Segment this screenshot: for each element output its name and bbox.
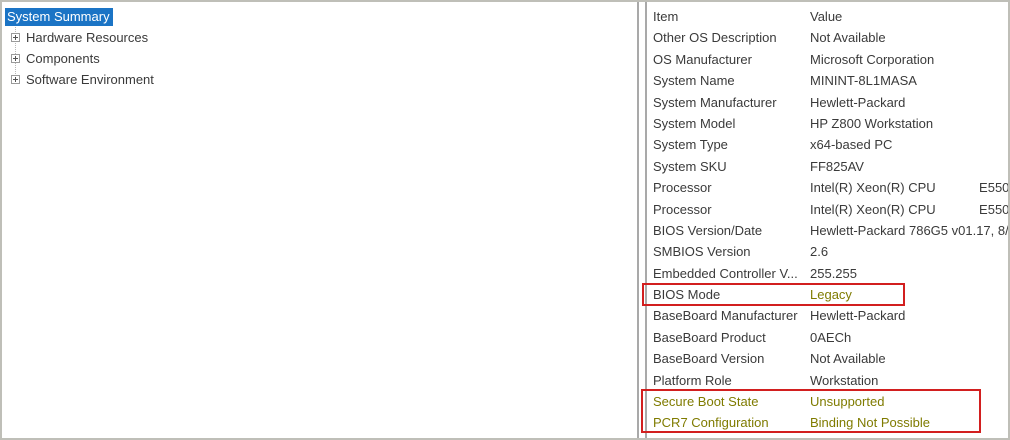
detail-row[interactable]: BaseBoard Product 0AECh	[653, 327, 1008, 348]
detail-value-cell: 255.255	[810, 265, 857, 281]
tree-item-system-summary[interactable]: System Summary	[4, 6, 637, 27]
detail-value-cell: FF825AV	[810, 158, 864, 174]
detail-item-cell: Embedded Controller V...	[653, 265, 798, 281]
tree-item-software-environment[interactable]: Software Environment	[4, 69, 637, 90]
detail-item-cell: Secure Boot State	[653, 394, 759, 410]
detail-value-cell: Intel(R) Xeon(R) CPU E5506	[810, 201, 1008, 217]
detail-row[interactable]: Other OS Description Not Available	[653, 27, 1008, 48]
detail-value-cell: HP Z800 Workstation	[810, 115, 934, 131]
detail-value-cell: Microsoft Corporation	[810, 51, 935, 67]
detail-row[interactable]: BaseBoard Version Not Available	[653, 348, 1008, 369]
expand-plus-icon[interactable]	[11, 75, 20, 84]
detail-row[interactable]: BaseBoard Manufacturer Hewlett-Packard	[653, 305, 1008, 326]
detail-value-cell: 0AECh	[810, 329, 852, 345]
detail-row[interactable]: Processor Intel(R) Xeon(R) CPU E5506	[653, 199, 1008, 220]
detail-row[interactable]: Platform Role Workstation	[653, 370, 1008, 391]
detail-item-cell: System Name	[653, 73, 735, 89]
detail-row[interactable]: System Model HP Z800 Workstation	[653, 113, 1008, 134]
detail-item-cell: Other OS Description	[653, 30, 777, 46]
detail-row[interactable]: System Manufacturer Hewlett-Packard	[653, 92, 1008, 113]
detail-row[interactable]: OS Manufacturer Microsoft Corporation	[653, 49, 1008, 70]
detail-value-cell: Unsupported	[810, 394, 885, 410]
detail-item-cell: SMBIOS Version	[653, 244, 751, 260]
tree-item-label: Hardware Resources	[26, 29, 149, 45]
detail-value-cell: Not Available	[810, 30, 886, 46]
tree-item-components[interactable]: Components	[4, 48, 637, 69]
tree-item-label: Components	[26, 50, 100, 66]
detail-value-cell: Hewlett-Packard 786G5 v01.17, 8/2	[810, 222, 1008, 238]
detail-value-cell: Not Available	[810, 351, 886, 367]
column-header-item[interactable]: Item	[653, 9, 679, 24]
detail-row[interactable]: Embedded Controller V... 255.255	[653, 263, 1008, 284]
detail-row[interactable]: Secure Boot State Unsupported	[653, 391, 1008, 412]
detail-value-cell: x64-based PC	[810, 137, 893, 153]
detail-row[interactable]: Processor Intel(R) Xeon(R) CPU E5506	[653, 177, 1008, 198]
detail-item-cell: System Type	[653, 137, 728, 153]
detail-item-cell: BaseBoard Version	[653, 351, 765, 367]
detail-row[interactable]: BIOS Mode Legacy	[653, 284, 1008, 305]
tree-item-hardware-resources[interactable]: Hardware Resources	[4, 27, 637, 48]
detail-value-cell: 2.6	[810, 244, 829, 260]
detail-row[interactable]: System SKU FF825AV	[653, 156, 1008, 177]
detail-item-cell: Processor	[653, 201, 712, 217]
detail-row[interactable]: System Type x64-based PC	[653, 134, 1008, 155]
detail-item-cell: OS Manufacturer	[653, 51, 752, 67]
column-header-value[interactable]: Value	[810, 9, 843, 24]
detail-value-cell: Hewlett-Packard	[810, 308, 906, 324]
detail-value-cell: Hewlett-Packard	[810, 94, 906, 110]
details-header-row: Item Value	[653, 6, 1008, 27]
detail-row[interactable]: SMBIOS Version 2.6	[653, 241, 1008, 262]
detail-value-cell: Intel(R) Xeon(R) CPU E5506	[810, 180, 1008, 196]
detail-item-cell: System SKU	[653, 158, 727, 174]
detail-item-cell: BIOS Mode	[653, 287, 721, 303]
detail-row[interactable]: PCR7 Configuration Binding Not Possible	[653, 412, 1008, 433]
detail-item-cell: BIOS Version/Date	[653, 222, 763, 238]
detail-row[interactable]: System Name MININT-8L1MASA	[653, 70, 1008, 91]
detail-item-cell: PCR7 Configuration	[653, 415, 769, 431]
detail-item-cell: Processor	[653, 180, 712, 196]
detail-value-cell: Workstation	[810, 372, 879, 388]
expand-plus-icon[interactable]	[11, 54, 20, 63]
tree-item-label: System Summary	[5, 7, 113, 26]
detail-value-cell: Legacy	[810, 287, 852, 303]
expand-plus-icon[interactable]	[11, 33, 20, 42]
tree-item-label: Software Environment	[26, 71, 154, 87]
detail-value-cell: MININT-8L1MASA	[810, 73, 917, 89]
detail-item-cell: BaseBoard Product	[653, 329, 766, 345]
detail-item-cell: Platform Role	[653, 372, 732, 388]
detail-row[interactable]: BIOS Version/Date Hewlett-Packard 786G5 v…	[653, 220, 1008, 241]
detail-item-cell: System Model	[653, 115, 736, 131]
detail-item-cell: BaseBoard Manufacturer	[653, 308, 798, 324]
detail-value-cell: Binding Not Possible	[810, 415, 930, 431]
detail-item-cell: System Manufacturer	[653, 94, 777, 110]
